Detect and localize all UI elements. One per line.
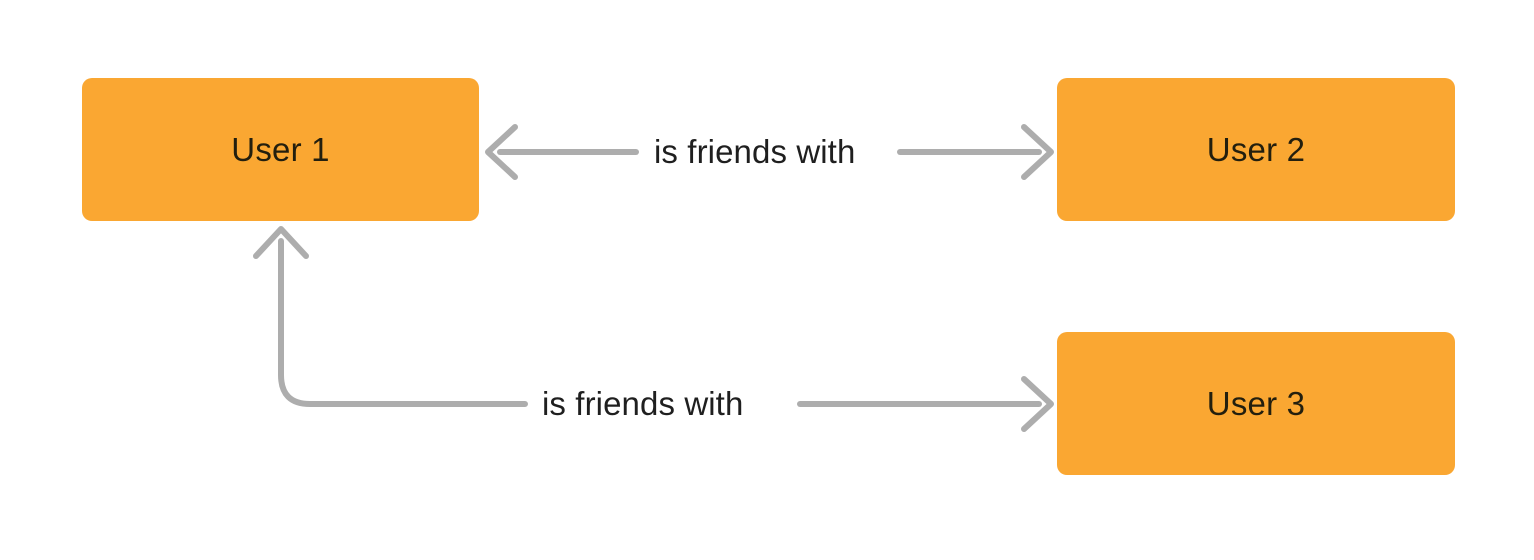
node-user-2-label: User 2 [1206,131,1306,168]
node-user-3-label: User 3 [1206,385,1306,422]
node-user-1-label: User 1 [231,131,330,168]
edge-user1-user3[interactable] [253,226,1054,432]
edge-user1-user2-arrowhead-left [485,124,518,180]
edge-user1-user2-label: is friends with [648,135,862,168]
edge-user1-user3-shaft-elbow [278,238,528,407]
edge-user1-user3-arrowhead-up [253,226,309,259]
edge-user1-user3-arrowhead-right [1021,376,1054,432]
node-user-2[interactable]: User 2 [1057,78,1455,221]
edge-user1-user2[interactable] [485,124,1054,180]
node-user-1[interactable]: User 1 [82,78,479,221]
edge-user1-user3-label: is friends with [536,387,750,420]
edge-user1-user2-arrowhead-right [1021,124,1054,180]
node-user-3[interactable]: User 3 [1057,332,1455,475]
